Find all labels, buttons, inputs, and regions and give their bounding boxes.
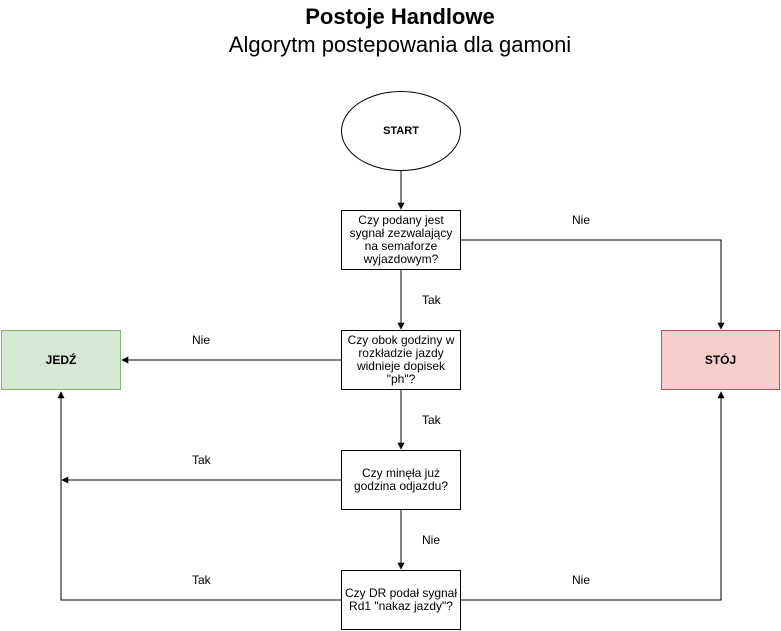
question-ph-label: Czy obok godziny w rozkładzie jazdy widn… xyxy=(347,333,455,386)
question-rd1-node: Czy DR podał sygnał Rd1 "nakaz jazdy"? xyxy=(341,570,461,630)
question-signal-node: Czy podany jest sygnał zezwalający na se… xyxy=(341,210,461,270)
edge-label-q2-no: Nie xyxy=(192,333,211,347)
question-departure-time-label: Czy minęła już godzina odjazdu? xyxy=(353,466,449,493)
edge-label-q4-yes: Tak xyxy=(192,573,211,587)
edge-label-q2-yes: Tak xyxy=(422,413,441,427)
question-signal-label: Czy podany jest sygnał zezwalający na se… xyxy=(349,213,453,266)
edge-label-q3-yes: Tak xyxy=(192,453,211,467)
start-node: START xyxy=(341,91,461,171)
edge-label-q1-yes: Tak xyxy=(422,293,441,307)
go-label: JEDŹ xyxy=(45,352,77,367)
question-rd1-label: Czy DR podał sygnał Rd1 "nakaz jazdy"? xyxy=(344,586,458,613)
question-departure-time-node: Czy minęła już godzina odjazdu? xyxy=(341,450,461,510)
stop-node: STÓJ xyxy=(661,330,780,390)
edge-q4-no xyxy=(461,391,725,601)
edge-label-q1-no: Nie xyxy=(572,213,591,227)
go-node: JEDŹ xyxy=(1,330,121,390)
question-ph-node: Czy obok godziny w rozkładzie jazdy widn… xyxy=(341,330,461,390)
edge-label-q4-no: Nie xyxy=(572,573,591,587)
edge-label-q3-no: Nie xyxy=(422,533,441,547)
diagram-subtitle: Algorytm postepowania dla gamoni xyxy=(228,32,572,57)
diagram-title: Postoje Handlowe xyxy=(305,4,495,29)
stop-label: STÓJ xyxy=(704,352,737,367)
edge-q1-no xyxy=(461,239,725,330)
edge-q4-yes xyxy=(57,391,341,601)
start-label: START xyxy=(383,124,419,137)
